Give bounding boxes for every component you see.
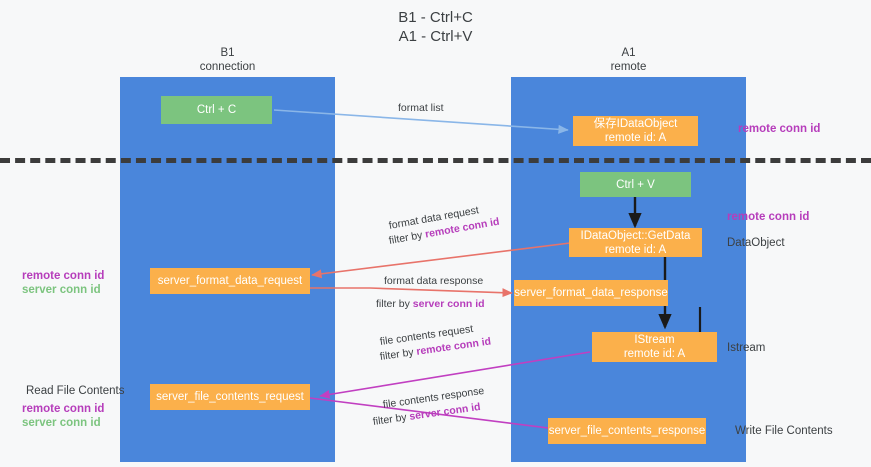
edge-label-format-data-response: format data response filter by server co… [376, 274, 485, 311]
node-save-idataobject-line1: 保存IDataObject [593, 118, 678, 130]
node-server-format-data-response-label: server_format_data_response [514, 287, 668, 299]
node-save-idataobject[interactable]: 保存IDataObject remote id: A [573, 116, 698, 146]
column-header-a1-sub: remote [610, 61, 647, 73]
side-label-istream: Istream [727, 342, 766, 354]
edge-label-format-data-response-key: server conn id [412, 298, 485, 310]
phase-divider [0, 158, 871, 163]
node-save-idataobject-line2: remote id: A [604, 132, 667, 144]
edge-label-file-contents-request: file contents request filter by remote c… [379, 323, 492, 364]
node-idataobject-getdata-line2: remote id: A [604, 243, 667, 256]
edge-label-format-data-response-line2: filter by server conn id [376, 297, 485, 311]
side-label-remote-conn-id-mid: remote conn id [727, 211, 810, 223]
node-server-file-contents-response-label: server_file_contents_response [548, 425, 706, 437]
edge-label-format-data-response-prefix: filter by [376, 298, 413, 310]
column-header-b1: B1 connection [120, 46, 335, 74]
column-header-b1-name: B1 [220, 47, 235, 59]
edge-label-file-contents-response-prefix: filter by [372, 410, 411, 428]
side-label-read-file-contents: Read File Contents [26, 385, 125, 397]
column-header-b1-sub: connection [199, 61, 256, 73]
node-istream-line1: IStream [634, 334, 675, 346]
node-ctrl-c[interactable]: Ctrl + C [161, 96, 272, 124]
node-server-format-data-response[interactable]: server_format_data_response [514, 280, 668, 306]
side-label-remote-conn-id-top: remote conn id [738, 123, 821, 135]
side-label-write-file-contents: Write File Contents [735, 425, 833, 437]
node-server-format-data-request-label: server_format_data_request [157, 275, 303, 287]
page-title: B1 - Ctrl+C A1 - Ctrl+V [0, 8, 871, 46]
node-idataobject-getdata-line1: IDataObject::GetData [580, 229, 691, 242]
node-server-file-contents-request[interactable]: server_file_contents_request [150, 384, 310, 410]
column-header-a1: A1 remote [511, 46, 746, 74]
title-line-1: B1 - Ctrl+C [398, 9, 473, 26]
node-server-file-contents-request-label: server_file_contents_request [156, 391, 304, 403]
node-istream-line2: remote id: A [623, 348, 686, 360]
side-label-left-remote-conn-id-mid: remote conn id [22, 270, 105, 282]
title-line-2: A1 - Ctrl+V [398, 28, 473, 45]
edge-label-file-contents-request-prefix: filter by [379, 345, 418, 363]
side-label-left-remote-conn-id-bottom: remote conn id [22, 403, 105, 415]
node-server-file-contents-response[interactable]: server_file_contents_response [548, 418, 706, 444]
edge-label-file-contents-response: file contents response filter by server … [372, 385, 485, 429]
node-ctrl-c-label: Ctrl + C [196, 104, 237, 116]
node-istream[interactable]: IStream remote id: A [592, 332, 717, 362]
node-server-format-data-request[interactable]: server_format_data_request [150, 268, 310, 294]
node-ctrl-v[interactable]: Ctrl + V [580, 172, 691, 197]
node-idataobject-getdata[interactable]: IDataObject::GetData remote id: A [569, 228, 702, 257]
edge-label-format-data-response-line1: format data response [384, 275, 484, 287]
edge-label-format-data-request: format data request filter by remote con… [388, 204, 501, 248]
side-label-left-server-conn-id-mid: server conn id [22, 284, 101, 296]
side-label-dataobject: DataObject [727, 237, 785, 249]
node-ctrl-v-label: Ctrl + V [616, 178, 655, 191]
column-header-a1-name: A1 [621, 47, 636, 59]
edge-label-format-list: format list [398, 102, 444, 114]
side-label-left-server-conn-id-bottom: server conn id [22, 417, 101, 429]
